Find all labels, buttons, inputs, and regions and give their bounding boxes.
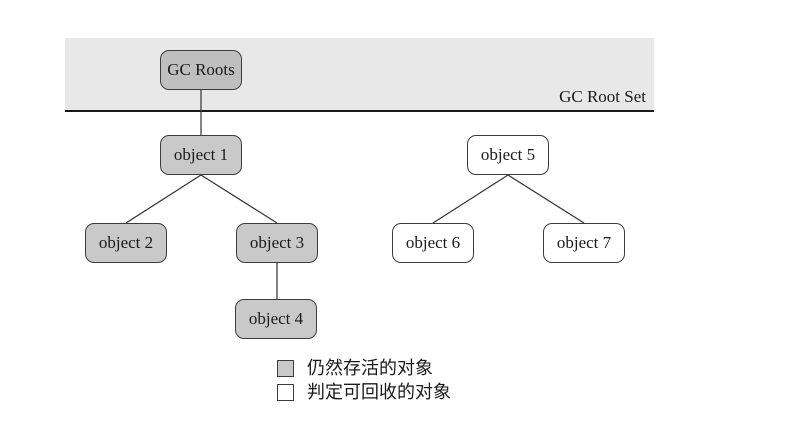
node-object-3: object 3 — [236, 223, 318, 263]
node-object-7: object 7 — [543, 223, 625, 263]
node-gc-roots: GC Roots — [160, 50, 242, 90]
node-object-2: object 2 — [85, 223, 167, 263]
legend-alive-swatch — [277, 359, 294, 377]
legend-recyclable-label: 判定可回收的对象 — [307, 382, 451, 402]
legend: 仍然存活的对象 判定可回收的对象 — [277, 358, 451, 406]
legend-recyclable-swatch — [277, 383, 294, 401]
node-object-5: object 5 — [467, 135, 549, 175]
gc-root-set-label: GC Root Set — [559, 87, 646, 106]
legend-row-alive: 仍然存活的对象 — [277, 358, 451, 378]
legend-alive-label: 仍然存活的对象 — [307, 358, 433, 378]
legend-row-recyclable: 判定可回收的对象 — [277, 382, 451, 402]
edge-object5-object7 — [507, 174, 585, 224]
node-object-1: object 1 — [160, 135, 242, 175]
node-object-4: object 4 — [235, 299, 317, 339]
node-object-6: object 6 — [392, 223, 474, 263]
edge-object1-object2 — [125, 174, 202, 224]
edge-object1-object3 — [200, 174, 278, 224]
edge-object5-object6 — [432, 174, 509, 224]
